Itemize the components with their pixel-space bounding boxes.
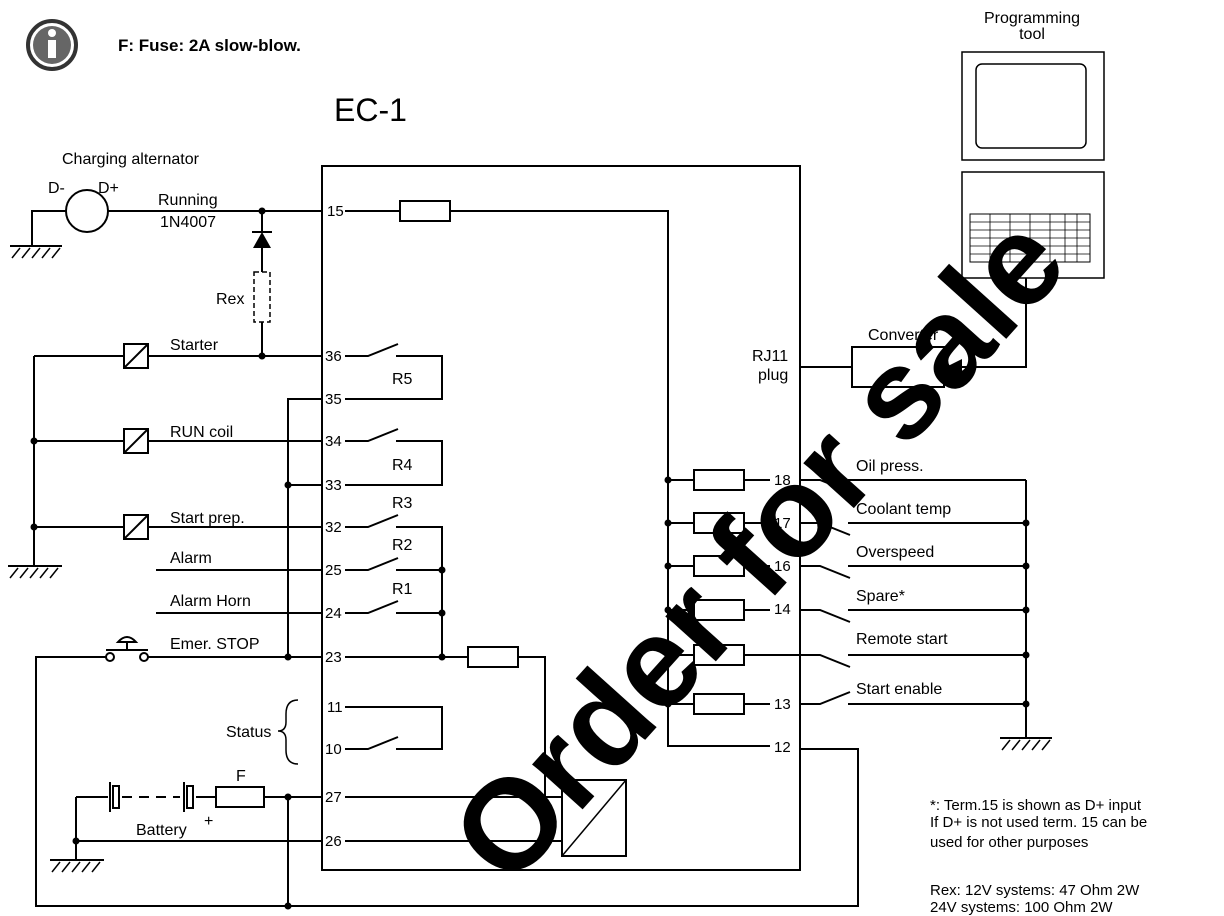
terminal-34: 34: [325, 433, 342, 450]
input-overspeed: Overspeed: [856, 544, 934, 561]
converter-box: [851, 346, 945, 388]
internal-resistor-23: [467, 646, 519, 668]
terminal-23: 23: [325, 649, 342, 666]
terminal-17: 17: [774, 515, 791, 532]
terminal-24: 24: [325, 605, 342, 622]
info-icon: [26, 19, 78, 71]
left-terminals: 15 36 35 34 33 32 25 24 23 11 10 27 26: [325, 203, 344, 850]
programming-tool-label-2: tool: [1019, 26, 1045, 43]
term15-note-3: used for other purposes: [930, 834, 1088, 851]
relay-r5: R5: [392, 371, 413, 388]
rex-resistor: [253, 271, 271, 323]
terminal-26: 26: [325, 833, 342, 850]
terminal-27: 27: [325, 789, 342, 806]
power-supply-block: [561, 779, 627, 857]
coil-ground-icon: [8, 565, 62, 579]
start-prep-label: Start prep.: [170, 510, 245, 527]
terminal-35: 35: [325, 391, 342, 408]
input-switches: [800, 479, 1030, 738]
emer-stop-label: Emer. STOP: [170, 636, 260, 653]
terminal-12: 12: [774, 739, 791, 756]
running-label: Running: [158, 192, 218, 209]
run-coil-label: RUN coil: [170, 424, 233, 441]
terminal-32: 32: [325, 519, 342, 536]
programming-tool-label: Programming: [984, 10, 1080, 27]
arrow-icon: [946, 359, 962, 375]
status-brace: [277, 699, 299, 765]
battery-icon: [76, 782, 216, 812]
input-remote-start: Remote start: [856, 631, 948, 648]
term15-note-2: If D+ is not used term. 15 can be: [930, 814, 1147, 831]
relay-r4: R4: [392, 457, 413, 474]
converter-label: Converter: [868, 327, 939, 344]
terminal-15: 15: [327, 203, 344, 220]
diagram-title: EC-1: [334, 92, 407, 128]
alternator-ground-icon: [10, 210, 66, 259]
fuse-note: F: Fuse: 2A slow-blow.: [118, 36, 301, 55]
relay-r3: R3: [392, 495, 413, 512]
alternator-symbol: [65, 189, 109, 233]
terminal-36: 36: [325, 348, 342, 365]
right-terminals: 18 17 16 14 13 12: [774, 472, 791, 756]
alarm-label: Alarm: [170, 550, 212, 567]
relay-r2: R2: [392, 537, 413, 554]
terminal-16: 16: [774, 558, 791, 575]
rj11-label-2: plug: [758, 367, 788, 384]
rex-note-1: Rex: 12V systems: 47 Ohm 2W: [930, 882, 1140, 899]
rex-label: Rex: [216, 291, 244, 308]
rex-note-2: 24V systems: 100 Ohm 2W: [930, 899, 1113, 916]
rj11-label: RJ11: [752, 348, 788, 365]
input-ground-icon: [1000, 737, 1052, 751]
terminal-33: 33: [325, 477, 342, 494]
terminal-18: 18: [774, 472, 791, 489]
status-label: Status: [226, 724, 271, 741]
diode-icon: [252, 211, 272, 272]
input-coolant-temp: Coolant temp: [856, 501, 951, 518]
terminal-10: 10: [325, 741, 342, 758]
battery-plus: +: [204, 813, 213, 830]
battery-label: Battery: [136, 822, 187, 839]
terminal-25: 25: [325, 562, 342, 579]
keyboard-icon: [961, 171, 1105, 279]
internal-resistor-15: [399, 200, 451, 222]
input-spare: Spare*: [856, 588, 905, 605]
computer-monitor-icon: [961, 51, 1105, 161]
input-start-enable: Start enable: [856, 681, 942, 698]
term15-note-1: *: Term.15 is shown as D+ input: [930, 797, 1142, 814]
terminal-11: 11: [327, 699, 343, 716]
fuse-symbol: [215, 786, 265, 808]
starter-label: Starter: [170, 337, 219, 354]
fuse-label: F: [236, 768, 246, 785]
terminal-14: 14: [774, 601, 791, 618]
alternator-label: Charging alternator: [62, 151, 200, 168]
input-resistors: [664, 469, 800, 715]
battery-ground-icon: [50, 841, 104, 873]
relay-r1: R1: [392, 581, 413, 598]
diode-label: 1N4007: [160, 214, 216, 231]
alarm-horn-label: Alarm Horn: [170, 593, 251, 610]
emer-stop-switch-icon: [105, 636, 149, 662]
alternator-minus: D-: [48, 180, 65, 197]
controller-box: [321, 165, 801, 871]
terminal-13: 13: [774, 696, 791, 713]
input-oil-press: Oil press.: [856, 458, 924, 475]
alternator-plus: D+: [98, 180, 119, 197]
